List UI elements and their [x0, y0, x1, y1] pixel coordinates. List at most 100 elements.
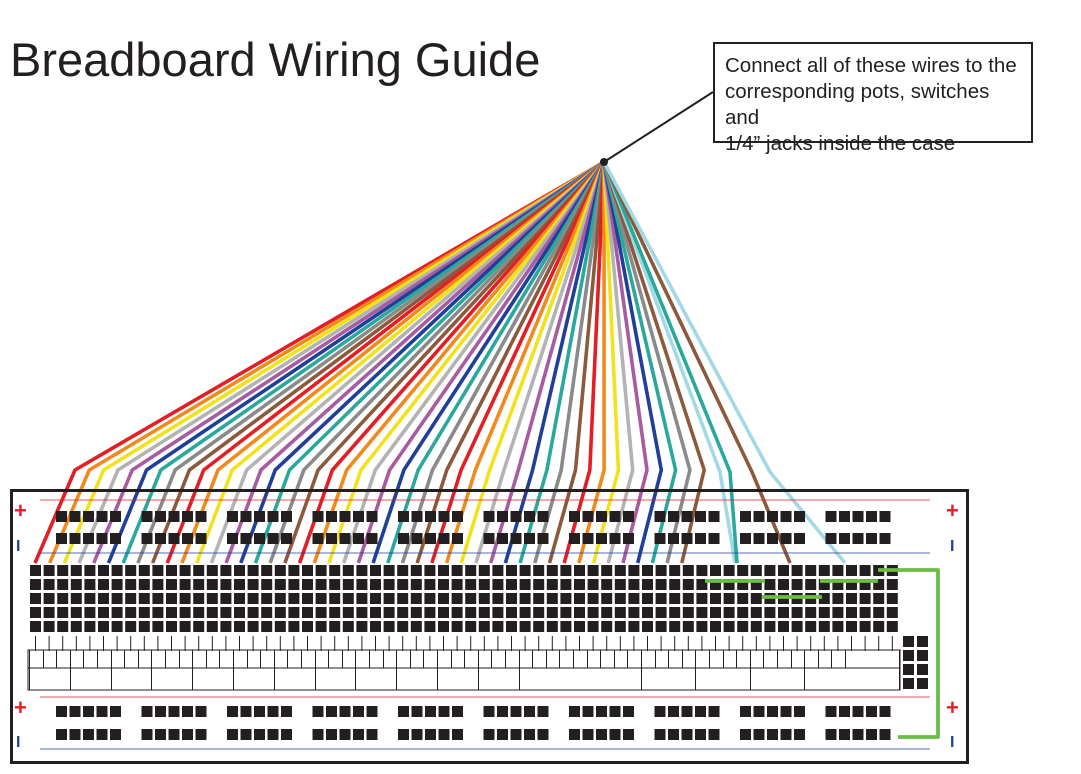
label-divider: [341, 650, 343, 668]
rail-hole: [326, 511, 337, 522]
strip-hole: [669, 607, 681, 618]
rail-hole: [69, 706, 81, 717]
strip-hole: [886, 579, 898, 590]
wire: [297, 160, 606, 564]
strip-hole: [560, 607, 572, 618]
strip-hole: [370, 593, 381, 604]
rail-hole: [141, 511, 153, 522]
rail-hole: [452, 706, 463, 717]
rail-hole: [780, 533, 792, 544]
strip-hole: [397, 565, 409, 576]
rail-hole: [339, 533, 351, 544]
rail-hole: [56, 729, 67, 740]
strip-hole: [193, 607, 205, 618]
rail-hole: [582, 729, 594, 740]
rail-hole: [569, 729, 580, 740]
strip-hole: [818, 593, 830, 604]
rail-hole: [668, 706, 679, 717]
rail-hole: [254, 706, 265, 717]
strip-hole: [57, 607, 69, 618]
rail-hole: [141, 533, 153, 544]
label-divider: [110, 650, 112, 668]
strip-hole: [655, 607, 667, 618]
strip-hole: [274, 607, 286, 618]
wire: [602, 161, 737, 564]
strip-hole: [846, 621, 857, 632]
label-divider: [831, 650, 833, 668]
strip-hole: [750, 565, 762, 576]
strip-hole: [43, 607, 55, 618]
strip-hole: [111, 565, 123, 576]
rail-hole: [254, 511, 265, 522]
wire: [459, 161, 606, 564]
strip-hole: [234, 565, 245, 576]
strip-hole: [397, 607, 409, 618]
wire: [547, 161, 606, 564]
strip-hole: [84, 565, 96, 576]
strip-hole: [750, 593, 762, 604]
rail-hole: [483, 706, 495, 717]
strip-hole: [859, 565, 871, 576]
rail-plus-sign: +: [946, 695, 959, 720]
rail-hole: [353, 533, 364, 544]
rail-hole: [227, 706, 238, 717]
strip-hole: [111, 621, 123, 632]
rail-hole: [168, 729, 180, 740]
rail-hole: [510, 706, 522, 717]
wire: [136, 160, 606, 564]
rail-hole: [524, 706, 535, 717]
label-divider: [804, 650, 806, 668]
label-divider: [654, 650, 656, 668]
strip-hole: [98, 593, 109, 604]
rail-hole: [852, 511, 864, 522]
rail-hole: [267, 533, 279, 544]
strip-hole: [410, 621, 422, 632]
wire: [77, 160, 605, 564]
rail-hole: [668, 533, 679, 544]
callout-box: Connect all of these wires to the corres…: [713, 42, 1033, 155]
label-divider: [382, 650, 384, 668]
rail-minus-sign: I: [16, 538, 21, 555]
label-divider: [423, 650, 425, 668]
strip-hole: [193, 565, 205, 576]
strip-hole: [846, 607, 857, 618]
strip-hole: [220, 593, 232, 604]
strip-hole: [193, 593, 205, 604]
wire: [488, 161, 606, 564]
strip-hole: [30, 579, 41, 590]
wire: [165, 160, 606, 564]
strip-hole: [274, 593, 286, 604]
strip-hole: [846, 565, 857, 576]
strip-hole: [261, 607, 273, 618]
strip-hole: [261, 565, 273, 576]
rail-hole: [438, 533, 450, 544]
rail-hole: [366, 533, 378, 544]
rail-hole: [825, 729, 837, 740]
rail-hole: [879, 533, 891, 544]
strip-hole: [846, 593, 857, 604]
rail-hole: [227, 729, 238, 740]
strip-hole: [669, 621, 681, 632]
strip-hole: [166, 565, 177, 576]
label-divider: [600, 650, 602, 668]
wire: [253, 160, 606, 564]
wire: [312, 160, 606, 564]
label-divider: [192, 668, 194, 690]
rail-hole: [794, 729, 805, 740]
wire: [591, 161, 621, 564]
wire: [239, 160, 606, 564]
rail-hole: [767, 729, 778, 740]
rail-hole: [866, 511, 877, 522]
strip-hole: [723, 621, 735, 632]
strip-hole: [519, 621, 531, 632]
strip-hole: [451, 607, 463, 618]
rail-hole: [740, 533, 751, 544]
strip-hole: [710, 579, 721, 590]
label-divider: [83, 650, 85, 668]
strip-hole: [261, 593, 273, 604]
strip-hole: [818, 565, 830, 576]
rail-hole: [353, 706, 364, 717]
label-divider: [355, 668, 357, 690]
